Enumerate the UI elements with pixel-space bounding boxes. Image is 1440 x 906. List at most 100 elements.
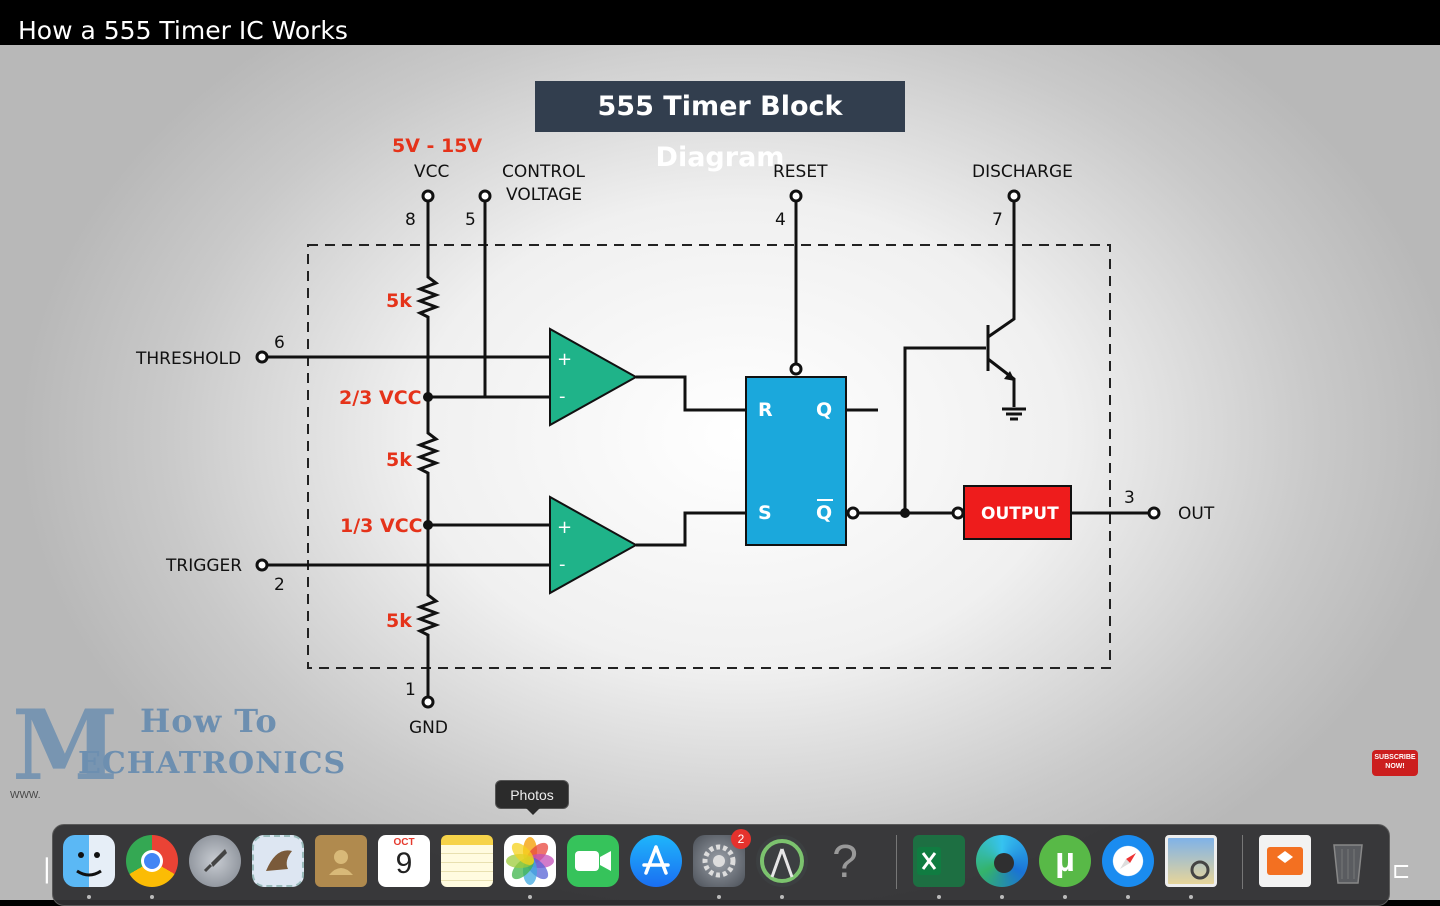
logo-line1: How To xyxy=(140,702,278,740)
utorrent-icon: µ xyxy=(1039,835,1091,887)
window-title: How a 555 Timer IC Works xyxy=(18,16,348,45)
lower-comparator xyxy=(549,495,639,595)
right-edge-mark: ⊏ xyxy=(1392,858,1411,883)
dock-app-photos[interactable] xyxy=(502,833,558,889)
control-label-line1: CONTROL xyxy=(502,162,586,182)
dock-app-excel[interactable] xyxy=(911,833,967,889)
dock-app-edge[interactable] xyxy=(974,833,1030,889)
trigger-label: TRIGGER xyxy=(165,556,242,576)
rocket-icon xyxy=(189,835,241,887)
discharge-label: DISCHARGE xyxy=(972,162,1073,182)
dock-app-safari[interactable] xyxy=(1100,833,1156,889)
ic-boundary xyxy=(307,244,1111,669)
resistor-label-middle: 5k xyxy=(386,449,412,471)
pin-number-gnd: 1 xyxy=(405,680,416,700)
safari-compass-icon xyxy=(1102,835,1154,887)
pin-number-vcc: 8 xyxy=(405,210,416,230)
upper-comparator xyxy=(549,327,639,427)
pin-number-control: 5 xyxy=(465,210,476,230)
pin-number-discharge: 7 xyxy=(992,210,1003,230)
notification-badge: 2 xyxy=(731,829,751,849)
dock-app-finder[interactable] xyxy=(61,833,117,889)
preview-icon xyxy=(1165,835,1217,887)
dock-tooltip: Photos xyxy=(495,780,569,815)
subscribe-line2: NOW! xyxy=(1385,763,1405,770)
facetime-icon xyxy=(567,835,619,887)
vcc-label: VCC xyxy=(414,162,449,182)
pin-number-trigger: 2 xyxy=(274,575,285,595)
sr-flipflop xyxy=(745,376,847,546)
gnd-label: GND xyxy=(409,718,448,738)
calendar-month: OCT xyxy=(393,837,415,848)
reset-label: RESET xyxy=(773,162,828,182)
block-diagram: 5V - 15V VCC CONTROL VOLTAGE RESET DISCH… xyxy=(135,135,1215,738)
dock-app-mail[interactable] xyxy=(250,833,306,889)
excel-icon xyxy=(913,835,965,887)
dock-app-facetime[interactable] xyxy=(565,833,621,889)
dock-app-launchpad[interactable] xyxy=(187,833,243,889)
dock-app-utorrent[interactable]: µ xyxy=(1037,833,1093,889)
lower-comparator-plus: + xyxy=(557,517,572,538)
logo-www: WWW. xyxy=(10,790,41,801)
upper-comparator-plus: + xyxy=(557,349,572,370)
question-mark-icon: ? xyxy=(832,835,858,887)
android-studio-icon xyxy=(756,835,808,887)
supply-range-label: 5V - 15V xyxy=(392,135,482,157)
dock-app-calendar[interactable]: OCT 9 xyxy=(376,833,432,889)
running-indicator xyxy=(1126,895,1130,899)
dock-app-chrome[interactable] xyxy=(124,833,180,889)
video-frame[interactable]: 555 Timer Block Diagram xyxy=(0,45,1440,900)
output-block-label: OUTPUT xyxy=(981,504,1059,524)
running-indicator xyxy=(1063,895,1067,899)
slide-title: 555 Timer Block Diagram xyxy=(535,81,905,173)
flipflop-r: R xyxy=(758,399,773,421)
flipflop-s: S xyxy=(758,502,772,524)
trash-icon xyxy=(1322,835,1374,887)
subscribe-button[interactable]: SUBSCRIBE NOW! xyxy=(1372,750,1418,776)
logo-m: M xyxy=(12,689,119,802)
notes-icon xyxy=(441,835,493,887)
dock-app-app-store[interactable] xyxy=(628,833,684,889)
dock-separator xyxy=(896,835,897,889)
running-indicator xyxy=(717,895,721,899)
dock-trash[interactable] xyxy=(1320,833,1376,889)
logo-line2: ECHATRONICS xyxy=(78,746,347,781)
dock-app-notes[interactable] xyxy=(439,833,495,889)
subscribe-line1: SUBSCRIBE xyxy=(1374,754,1416,761)
dock-downloads-stack[interactable] xyxy=(1257,833,1313,889)
mail-stamp-icon xyxy=(252,835,304,887)
lower-comparator-minus: - xyxy=(559,554,566,575)
window-title-bar: How a 555 Timer IC Works xyxy=(0,0,1440,45)
running-indicator xyxy=(937,895,941,899)
calendar-day: 9 xyxy=(395,847,413,880)
dock-app-unknown[interactable]: ? xyxy=(817,833,873,889)
dock-app-system-preferences[interactable]: 2 xyxy=(691,829,751,889)
running-indicator xyxy=(87,895,91,899)
resistor-label-top: 5k xyxy=(386,290,412,312)
junctions xyxy=(423,392,910,530)
downloads-stack-icon xyxy=(1259,835,1311,887)
control-label-line2: VOLTAGE xyxy=(506,185,582,205)
calendar-icon: OCT 9 xyxy=(378,835,430,887)
contacts-book-icon xyxy=(315,835,367,887)
dock-app-contacts[interactable] xyxy=(313,833,369,889)
howtomechatronics-logo: M How To ECHATRONICS WWW. xyxy=(8,689,345,808)
edge-icon xyxy=(976,835,1028,887)
running-indicator xyxy=(780,895,784,899)
app-store-icon xyxy=(630,835,682,887)
output-block xyxy=(963,485,1072,540)
running-indicator xyxy=(1189,895,1193,899)
wiring xyxy=(267,201,1149,697)
upper-comparator-minus: - xyxy=(559,386,566,407)
resistor-label-bottom: 5k xyxy=(386,610,412,632)
pin-number-out: 3 xyxy=(1124,488,1135,508)
photos-icon xyxy=(504,835,556,887)
running-indicator xyxy=(150,895,154,899)
transistor-arrow xyxy=(1004,371,1015,381)
threshold-label: THRESHOLD xyxy=(135,349,241,369)
out-label: OUT xyxy=(1178,504,1215,524)
ref-lower-label: 1/3 VCC xyxy=(340,515,423,537)
ref-upper-label: 2/3 VCC xyxy=(339,387,422,409)
dock-app-android-studio[interactable] xyxy=(754,833,810,889)
dock-app-preview[interactable] xyxy=(1163,833,1219,889)
